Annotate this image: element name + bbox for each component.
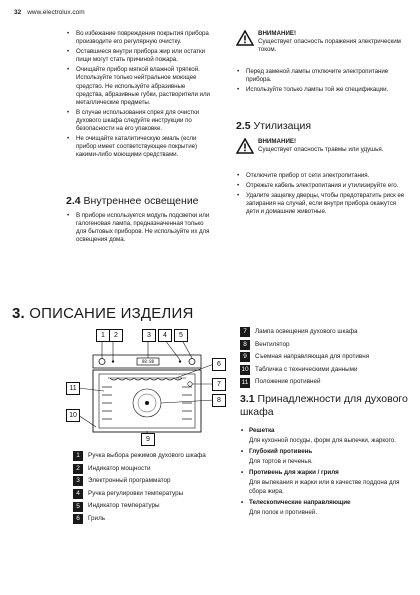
list-item: Отрежьте кабель электропитания и утилизи…	[236, 182, 406, 190]
callout-2: 2	[109, 329, 123, 342]
section-3-heading: 3. ОПИСАНИЕ ИЗДЕЛИЯ	[12, 305, 194, 322]
callout-4: 4	[158, 329, 172, 342]
list-item: Удалите защелку дверцы, чтобы предотврат…	[236, 192, 406, 216]
list-item: Отключите прибор от сети электропитания.	[236, 172, 406, 180]
oven-diagram: 1 2 3 4 5 11 10 6 7 8 9 88:88	[66, 327, 226, 446]
warning-icon	[235, 29, 258, 53]
accessory-desc: Для тортов и печенья.	[249, 458, 313, 466]
accessories-list: Решетка Для кухонной посуды, форм для вы…	[240, 424, 410, 517]
callout-8: 8	[212, 394, 226, 407]
warning-icon	[235, 137, 258, 159]
list-item: В приборе используется модуль подсветки …	[66, 212, 214, 244]
callout-3: 3	[142, 329, 156, 342]
list-item: Используйте только лампы той же специфик…	[236, 86, 406, 94]
lamp-bullets: Перед заменой лампы отключите электропит…	[236, 68, 406, 96]
accessory-desc: Для полок и противней.	[249, 508, 317, 516]
programmer-display: 88:88	[141, 359, 155, 364]
list-item: Оставшиеся внутри прибора жир или остатк…	[66, 48, 214, 64]
disposal-bullets: Отключите прибор от сети электропитания.…	[236, 172, 406, 218]
callout-6: 6	[212, 358, 226, 371]
accessory-name: Телескопические направляющие	[240, 499, 410, 507]
accessory-desc: Для выпекания и жарки или в качестве под…	[249, 479, 400, 495]
list-item: Не очищайте каталитическую эмаль (если п…	[66, 135, 214, 159]
accessory-desc: Для кухонной посуды, форм для выпечки, ж…	[249, 437, 396, 445]
warning-electric: ВНИМАНИЕ! Существует опасность поражения…	[235, 29, 406, 53]
callout-10: 10	[66, 409, 80, 422]
accessory-name: Противень для жарки / гриля	[240, 469, 410, 477]
list-item: Перед заменой лампы отключите электропит…	[236, 68, 406, 84]
site-url: www.electrolux.com	[27, 9, 85, 16]
section-3-1-heading: 3.1 Принадлежности для духового шкафа	[240, 393, 408, 418]
cleaning-bullets: Во избежание повреждения покрытия прибор…	[66, 30, 214, 161]
callout-7: 7	[212, 378, 226, 391]
callout-11: 11	[66, 382, 80, 395]
list-item: Во избежание повреждения покрытия прибор…	[66, 30, 214, 46]
list-item: В случае использования спрея для очистки…	[66, 109, 214, 133]
callout-9: 9	[141, 433, 155, 446]
warning-injury: ВНИМАНИЕ! Существует опасность травмы ил…	[235, 137, 406, 159]
lighting-bullets: В приборе используется модуль подсветки …	[66, 212, 214, 246]
callout-1: 1	[96, 329, 110, 342]
page-number: 32	[14, 9, 22, 16]
accessory-name: Глубокий противень	[240, 448, 410, 456]
page-header: 32 www.electrolux.com	[14, 9, 85, 16]
list-item: Очищайте прибор мягкой влажной тряпкой. …	[66, 66, 214, 106]
oven-drawing	[77, 339, 215, 437]
accessory-name: Решетка	[240, 427, 410, 435]
section-2-5-heading: 2.5 Утилизация	[236, 120, 312, 132]
callout-5: 5	[174, 329, 188, 342]
section-2-4-heading: 2.4 Внутреннее освещение	[66, 195, 199, 207]
